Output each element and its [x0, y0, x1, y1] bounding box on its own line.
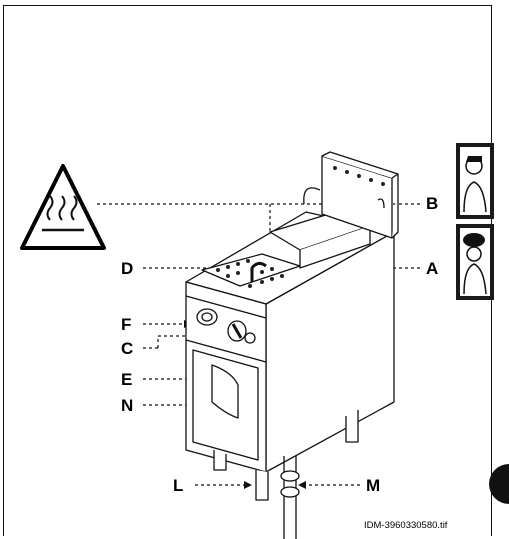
- callout-n: N: [121, 396, 134, 415]
- callout-l: L: [173, 476, 184, 495]
- language-tab-icon: [489, 464, 509, 504]
- callout-m: M: [366, 476, 381, 495]
- figure-id-caption: IDM-3960330580.tif: [364, 520, 448, 531]
- technician-icon: [456, 143, 494, 219]
- hot-surface-warning-icon: [20, 164, 106, 250]
- callout-b: B: [426, 194, 439, 213]
- cook-icon: [456, 224, 494, 300]
- callout-a: A: [426, 259, 439, 278]
- fryer-unit: [185, 151, 399, 539]
- basket-holes: [216, 166, 385, 288]
- callout-f: F: [121, 315, 132, 334]
- callout-d: D: [121, 259, 134, 278]
- callout-e: E: [121, 370, 133, 389]
- callout-c: C: [121, 339, 134, 358]
